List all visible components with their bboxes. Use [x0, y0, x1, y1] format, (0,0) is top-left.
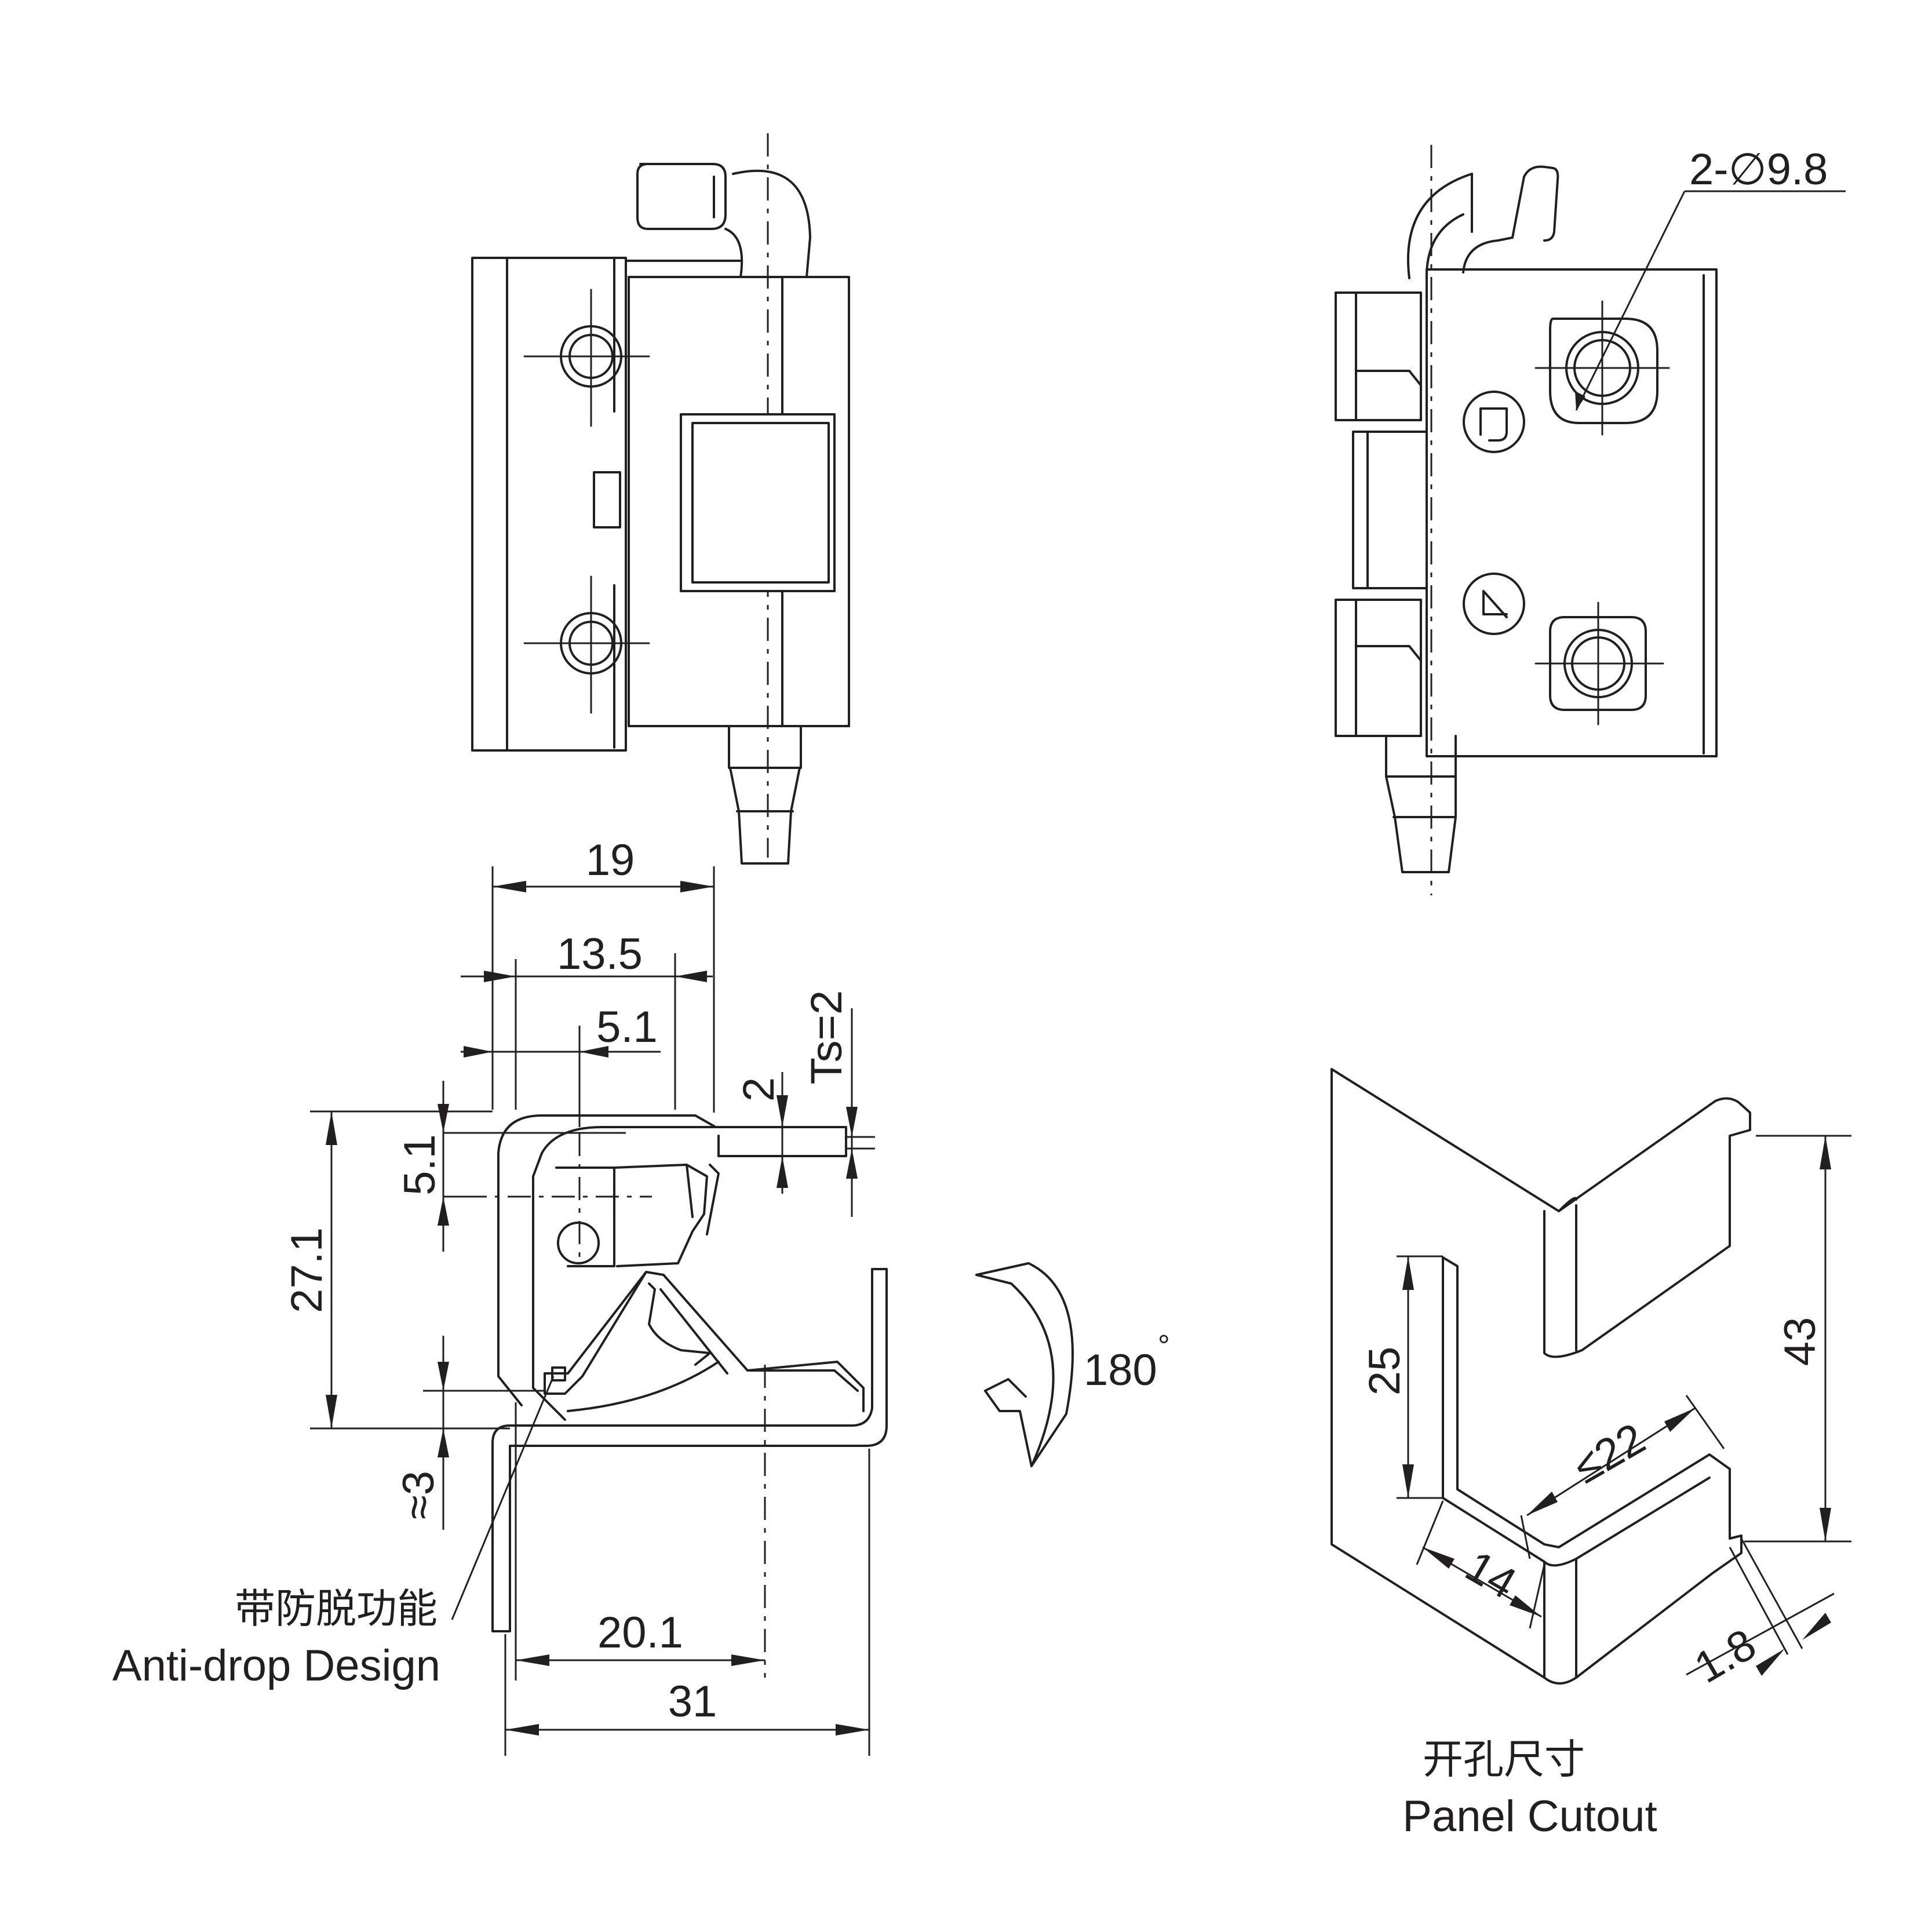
- dim-5-1-horizontal: 5.1: [596, 1003, 658, 1052]
- dim-27-1: 27.1: [282, 1227, 331, 1313]
- dim-ts: Ts=2: [802, 990, 851, 1085]
- front-view: [471, 133, 850, 865]
- rotation-angle: 180: [1084, 1346, 1157, 1395]
- side-view: 19 13.5 5.1 2 Ts=2 5.1: [112, 836, 888, 1756]
- dim-5-1-vertical: 5.1: [395, 1134, 444, 1195]
- dim-19: 19: [586, 836, 635, 885]
- unlock-symbol-icon: [1463, 391, 1525, 453]
- panel-cutout-label-zh: 开孔尺寸: [1423, 1736, 1585, 1783]
- hole-spec-label: 2-∅9.8: [1689, 145, 1828, 194]
- rear-view: 2-∅9.8: [1335, 145, 1846, 895]
- anti-drop-label-en: Anti-drop Design: [112, 1641, 440, 1690]
- panel-cutout-view: 25 43 ≤22 14 1.8 开孔尺寸 Panel Cutout: [1330, 1068, 1851, 1841]
- lock-glyph: [1482, 590, 1508, 618]
- cutout-dim-43: 43: [1776, 1317, 1825, 1366]
- dim-2: 2: [734, 1077, 783, 1102]
- degree-symbol: °: [1158, 1329, 1170, 1363]
- cutout-dim-22: ≤22: [1565, 1414, 1653, 1493]
- dim-20-1: 20.1: [597, 1608, 683, 1657]
- rotation-indicator: 180 °: [975, 1262, 1170, 1467]
- panel-cutout-label-en: Panel Cutout: [1402, 1792, 1657, 1841]
- dim-31: 31: [668, 1677, 717, 1726]
- lock-symbol-icon: [1463, 573, 1525, 635]
- cutout-dim-1-8: 1.8: [1686, 1620, 1764, 1693]
- dim-13-5: 13.5: [557, 929, 643, 979]
- cutout-dim-25: 25: [1360, 1347, 1409, 1396]
- unlock-glyph: [1479, 407, 1508, 442]
- anti-drop-label-zh: 带防脱功能: [235, 1585, 438, 1632]
- dim-approx-3: ≈3: [394, 1471, 443, 1519]
